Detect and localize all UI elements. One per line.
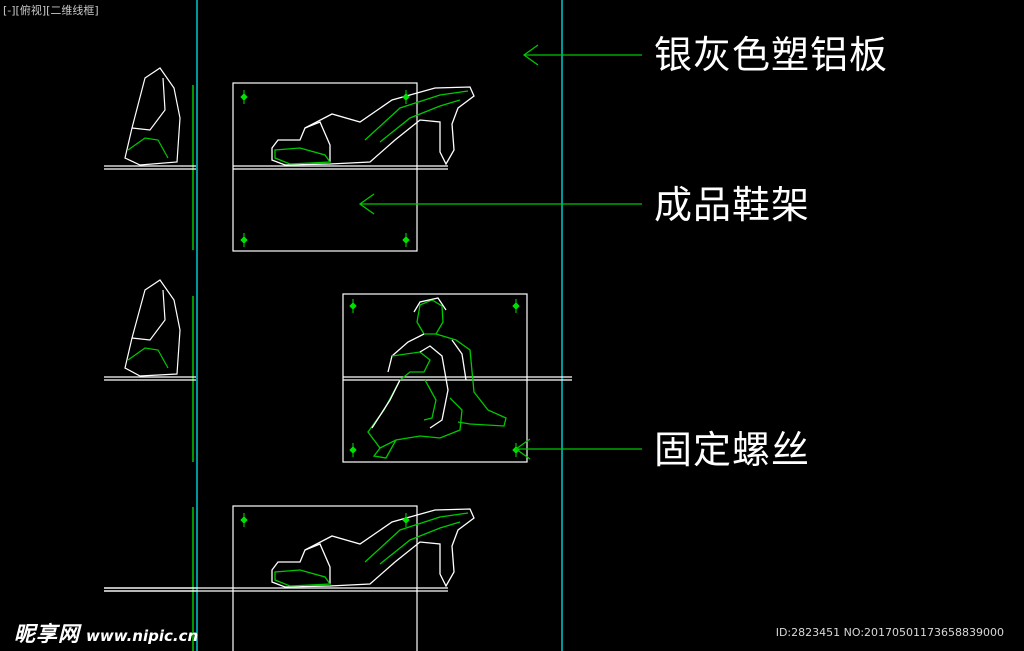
image-id-label: ID:2823451 NO:20170501173658839000 [775,626,1004,639]
shelf-middle [343,376,572,381]
shelf-bottom [104,587,448,592]
watermark-url: www.nipic.cn [86,627,199,645]
display-panel-bottom [232,505,418,651]
callout-rack-label: 成品鞋架 [654,183,811,227]
viewport-label[interactable]: [-][俯视][二维线框] [3,4,99,17]
arrow-icon [514,438,642,460]
stone-icon [124,279,181,377]
shoe-icon [271,86,475,166]
arrow-icon [358,193,642,215]
display-panel-middle [342,293,528,463]
arrow-icon [522,44,642,66]
left-shelf-1 [104,165,196,170]
shelf-top [233,165,448,170]
figure-icon [367,297,507,459]
callout-panel-label: 银灰色塑铝板 [654,33,889,77]
callout-screw-label: 固定螺丝 [654,428,811,472]
display-panel-top [232,82,418,252]
screw-icon [240,90,520,527]
watermark: 昵享网 www.nipic.cn [14,618,198,648]
shoe-icon [271,508,475,588]
left-shelf-2 [104,376,196,381]
stone-icon [124,67,181,166]
watermark-logo: 昵享网 [14,622,80,646]
